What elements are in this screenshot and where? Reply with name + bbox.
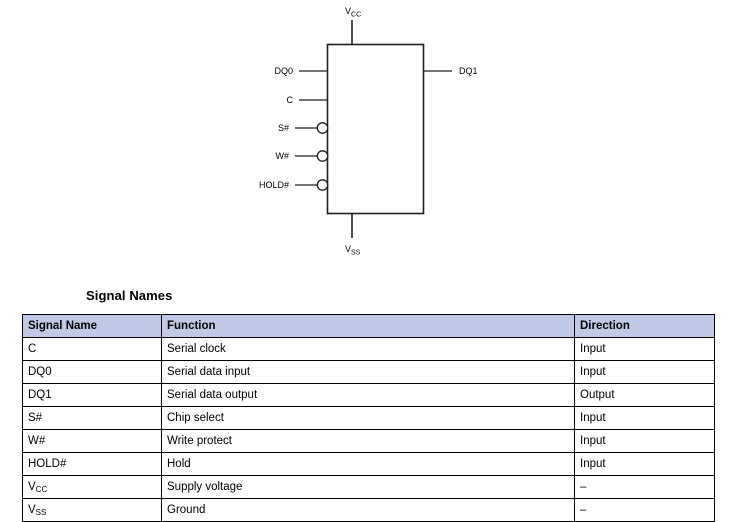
cell-signal-name: S# — [22, 406, 162, 430]
cell-function: Serial clock — [161, 337, 575, 361]
cell-signal-name: DQ0 — [22, 360, 162, 384]
page-title: Signal Names — [86, 288, 173, 303]
pin-label-c: C — [287, 95, 294, 105]
cell-direction: Input — [574, 406, 715, 430]
vcc-sub: CC — [351, 12, 361, 19]
column-header-function: Function — [161, 314, 575, 338]
signal-subscript: CC — [35, 484, 48, 494]
vcc-base: V — [345, 6, 351, 16]
invert-bubble-hold — [316, 179, 329, 191]
vss-sub: SS — [351, 250, 361, 257]
cell-direction: Input — [574, 337, 715, 361]
column-header-direction: Direction — [574, 314, 715, 338]
cell-function: Serial data input — [161, 360, 575, 384]
pin-label-dq1: DQ1 — [459, 66, 478, 76]
cell-function: Supply voltage — [161, 475, 575, 499]
cell-signal-name: C — [22, 337, 162, 361]
chip-body-rect — [326, 43, 425, 215]
pin-label-vcc: VCC — [345, 6, 361, 19]
cell-signal-name: VCC — [22, 475, 162, 499]
pin-label-s: S# — [278, 123, 289, 133]
cell-signal-name: DQ1 — [22, 383, 162, 407]
cell-direction: – — [574, 475, 715, 499]
vss-base: V — [345, 244, 351, 254]
cell-function: Hold — [161, 452, 575, 476]
pin-label-w: W# — [276, 151, 290, 161]
cell-signal-name: HOLD# — [22, 452, 162, 476]
invert-bubble-w — [316, 150, 329, 162]
signal-subscript: SS — [35, 507, 47, 517]
cell-function: Chip select — [161, 406, 575, 430]
cell-function: Write protect — [161, 429, 575, 453]
cell-signal-name: W# — [22, 429, 162, 453]
column-header-signal-name: Signal Name — [22, 314, 162, 338]
pin-label-dq0: DQ0 — [274, 66, 293, 76]
invert-bubble-s — [316, 122, 329, 134]
cell-direction: Input — [574, 452, 715, 476]
cell-function: Serial data output — [161, 383, 575, 407]
cell-direction: Input — [574, 429, 715, 453]
cell-direction: Output — [574, 383, 715, 407]
pin-label-vss: VSS — [345, 244, 361, 257]
cell-direction: Input — [574, 360, 715, 384]
pin-label-hold: HOLD# — [259, 180, 289, 190]
block-diagram: DQ0 C S# W# HOLD# DQ1 VCC VSS — [259, 6, 478, 257]
table-header-row: Signal Name Function Direction — [22, 314, 715, 338]
